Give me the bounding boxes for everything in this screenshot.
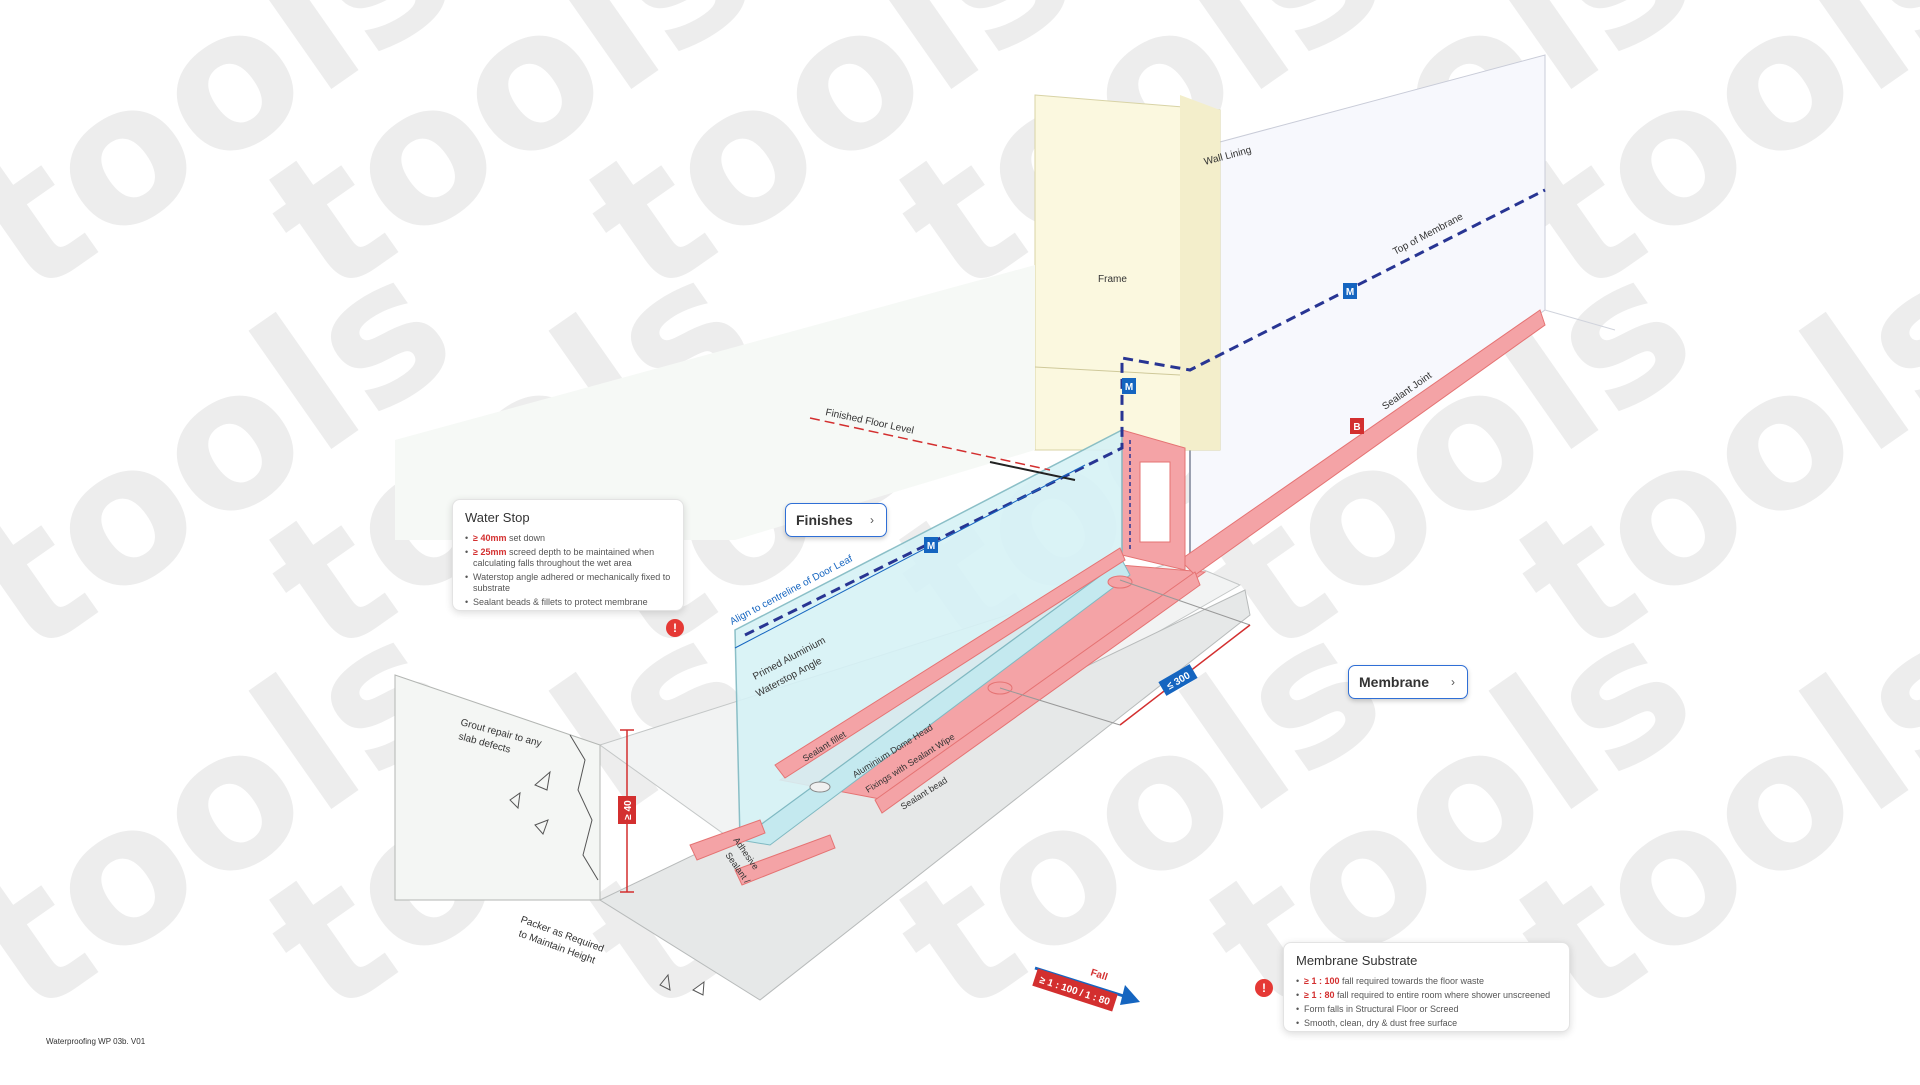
chevron-right-icon: › [870, 513, 874, 527]
grout-symbol-3 [534, 819, 549, 835]
label-frame: Frame [1098, 274, 1127, 285]
membrane-frame-cutout [1139, 461, 1171, 543]
dim-300-line [1119, 579, 1251, 626]
dim-40-tag: ≥ 40 [618, 796, 636, 824]
packer-symbol-2 [692, 980, 705, 996]
svg-text:Fall: Fall [1089, 967, 1109, 983]
packer-symbol-1 [659, 973, 671, 991]
membrane-substrate-list: ≥ 1 : 100 fall required towards the floo… [1296, 976, 1557, 1029]
top-of-membrane-line [744, 188, 1546, 637]
warning-icon[interactable]: ! [666, 619, 684, 637]
list-item: ≥ 1 : 100 fall required towards the floo… [1296, 976, 1557, 987]
door-frame-side [1180, 95, 1220, 450]
membrane-button-label: Membrane [1359, 674, 1430, 690]
list-item: Sealant beads & fillets to protect membr… [465, 597, 671, 608]
svg-text:M: M [1125, 382, 1133, 393]
align-line [734, 464, 1086, 649]
membrane-sealant-joint [1179, 309, 1546, 576]
svg-text:M: M [1346, 287, 1354, 298]
sealant-bead [874, 571, 1201, 814]
frame-line [1034, 366, 1181, 376]
wall-floor-line [1544, 309, 1616, 331]
list-item: ≥ 40mm set down [465, 533, 671, 544]
grout-symbol-2 [509, 791, 521, 810]
membrane-button[interactable]: Membrane › [1348, 665, 1468, 699]
grout-symbol-1 [534, 770, 551, 791]
finished-floor-level-line [809, 417, 1051, 471]
dome-head-fixing [809, 781, 831, 793]
water-stop-title: Water Stop [465, 510, 530, 525]
m-tag-icon: M [924, 537, 938, 553]
m-tag-icon: M [1343, 283, 1357, 299]
b-tag-icon: B [1350, 418, 1364, 434]
floor-waste-1 [1107, 575, 1133, 589]
svg-text:B: B [1353, 422, 1360, 433]
list-item: Form falls in Structural Floor or Screed [1296, 1004, 1557, 1015]
svg-text:≥ 40: ≥ 40 [623, 800, 634, 820]
sealant-adhesive-2 [734, 834, 836, 886]
waterstop-angle-base [738, 559, 1131, 846]
grout-crack [569, 734, 599, 881]
m-tag-icon: M [1122, 378, 1136, 394]
sealant-adhesive-1 [689, 819, 766, 861]
finished-floor-hatch [989, 461, 1076, 481]
left-slab [394, 674, 601, 901]
dim-300-ref [999, 687, 1121, 726]
footer-version: Waterproofing WP 03b. V01 [46, 1037, 146, 1046]
chevron-right-icon: › [1451, 675, 1455, 689]
background-wall [395, 265, 1035, 540]
warning-icon[interactable]: ! [1255, 979, 1273, 997]
svg-text:M: M [927, 541, 935, 552]
list-item: Waterstop angle adhered or mechanically … [465, 572, 671, 594]
membrane-substrate-panel: Membrane Substrate ≥ 1 : 100 fall requir… [1283, 942, 1570, 1032]
membrane-substrate-title: Membrane Substrate [1296, 953, 1418, 968]
finishes-button-label: Finishes [796, 512, 853, 528]
water-stop-panel: Water Stop ≥ 40mm set down ≥ 25mm screed… [452, 499, 684, 611]
finishes-button[interactable]: Finishes › [785, 503, 887, 537]
list-item: ≥ 1 : 80 fall required to entire room wh… [1296, 990, 1557, 1001]
water-stop-list: ≥ 40mm set down ≥ 25mm screed depth to b… [465, 533, 671, 608]
list-item: ≥ 25mm screed depth to be maintained whe… [465, 547, 671, 569]
sealant-fillet [774, 547, 1126, 779]
list-item: Smooth, clean, dry & dust free surface [1296, 1018, 1557, 1029]
